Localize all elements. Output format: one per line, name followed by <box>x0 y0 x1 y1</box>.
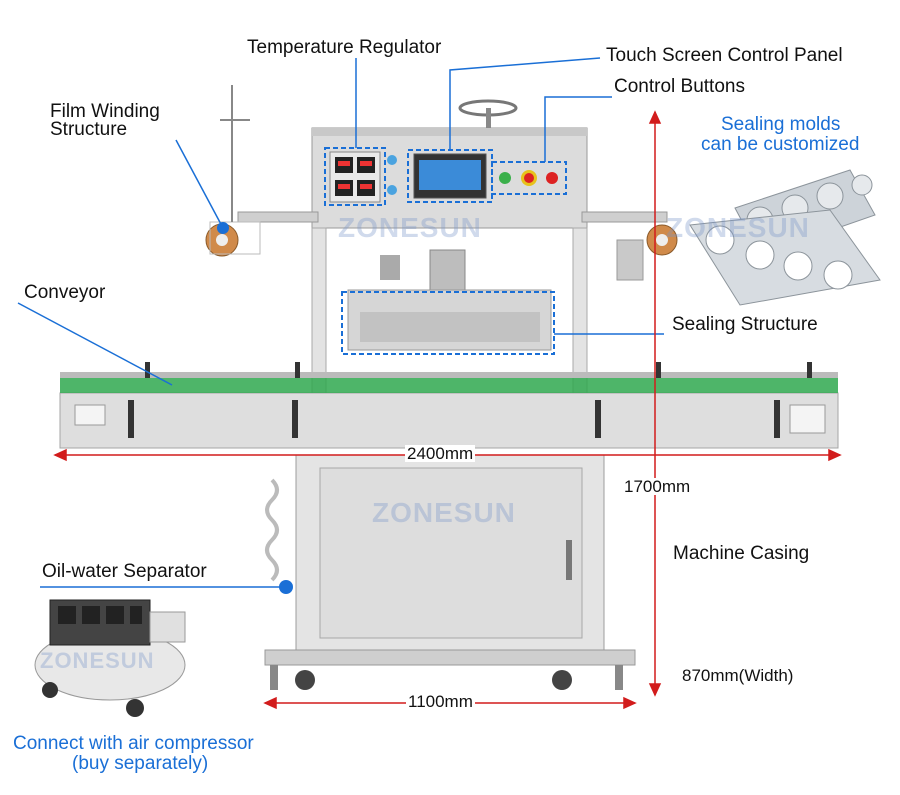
label-film-winding-2: Structure <box>50 119 128 140</box>
label-temperature-regulator: Temperature Regulator <box>247 37 442 58</box>
watermark: ZONESUN <box>372 497 516 528</box>
dimension-length: 2400mm <box>405 444 476 463</box>
sealing-structure-box <box>341 291 555 355</box>
control-buttons-box <box>491 161 567 195</box>
label-sealing-structure: Sealing Structure <box>672 314 818 335</box>
green-button-icon <box>499 172 511 184</box>
watermark: ZONESUN <box>40 648 155 673</box>
conveyor <box>59 392 839 449</box>
label-compressor-2: (buy separately) <box>72 753 209 774</box>
label-sealing-molds-2: can be customized <box>701 134 860 155</box>
sealing-molds-plate <box>689 169 881 306</box>
watermark: ZONESUN <box>338 212 482 243</box>
temperature-regulator-box <box>324 147 386 206</box>
red-button-icon <box>546 172 558 184</box>
air-compressor <box>34 599 186 717</box>
watermark: ZONESUN <box>666 212 810 243</box>
label-film-winding-1: Film Winding <box>50 101 160 122</box>
dimension-height: 1700mm <box>622 477 693 496</box>
label-oil-water-separator: Oil-water Separator <box>42 561 207 582</box>
dimension-base-width: 1100mm <box>406 692 475 711</box>
label-control-buttons: Control Buttons <box>614 76 745 97</box>
dimension-depth: 870mm(Width) <box>680 666 796 685</box>
label-conveyor: Conveyor <box>24 282 106 303</box>
label-compressor-1: Connect with air compressor <box>13 733 254 754</box>
label-machine-casing: Machine Casing <box>673 543 810 564</box>
label-touch-screen: Touch Screen Control Panel <box>606 45 843 66</box>
label-sealing-molds-1: Sealing molds <box>721 114 841 135</box>
